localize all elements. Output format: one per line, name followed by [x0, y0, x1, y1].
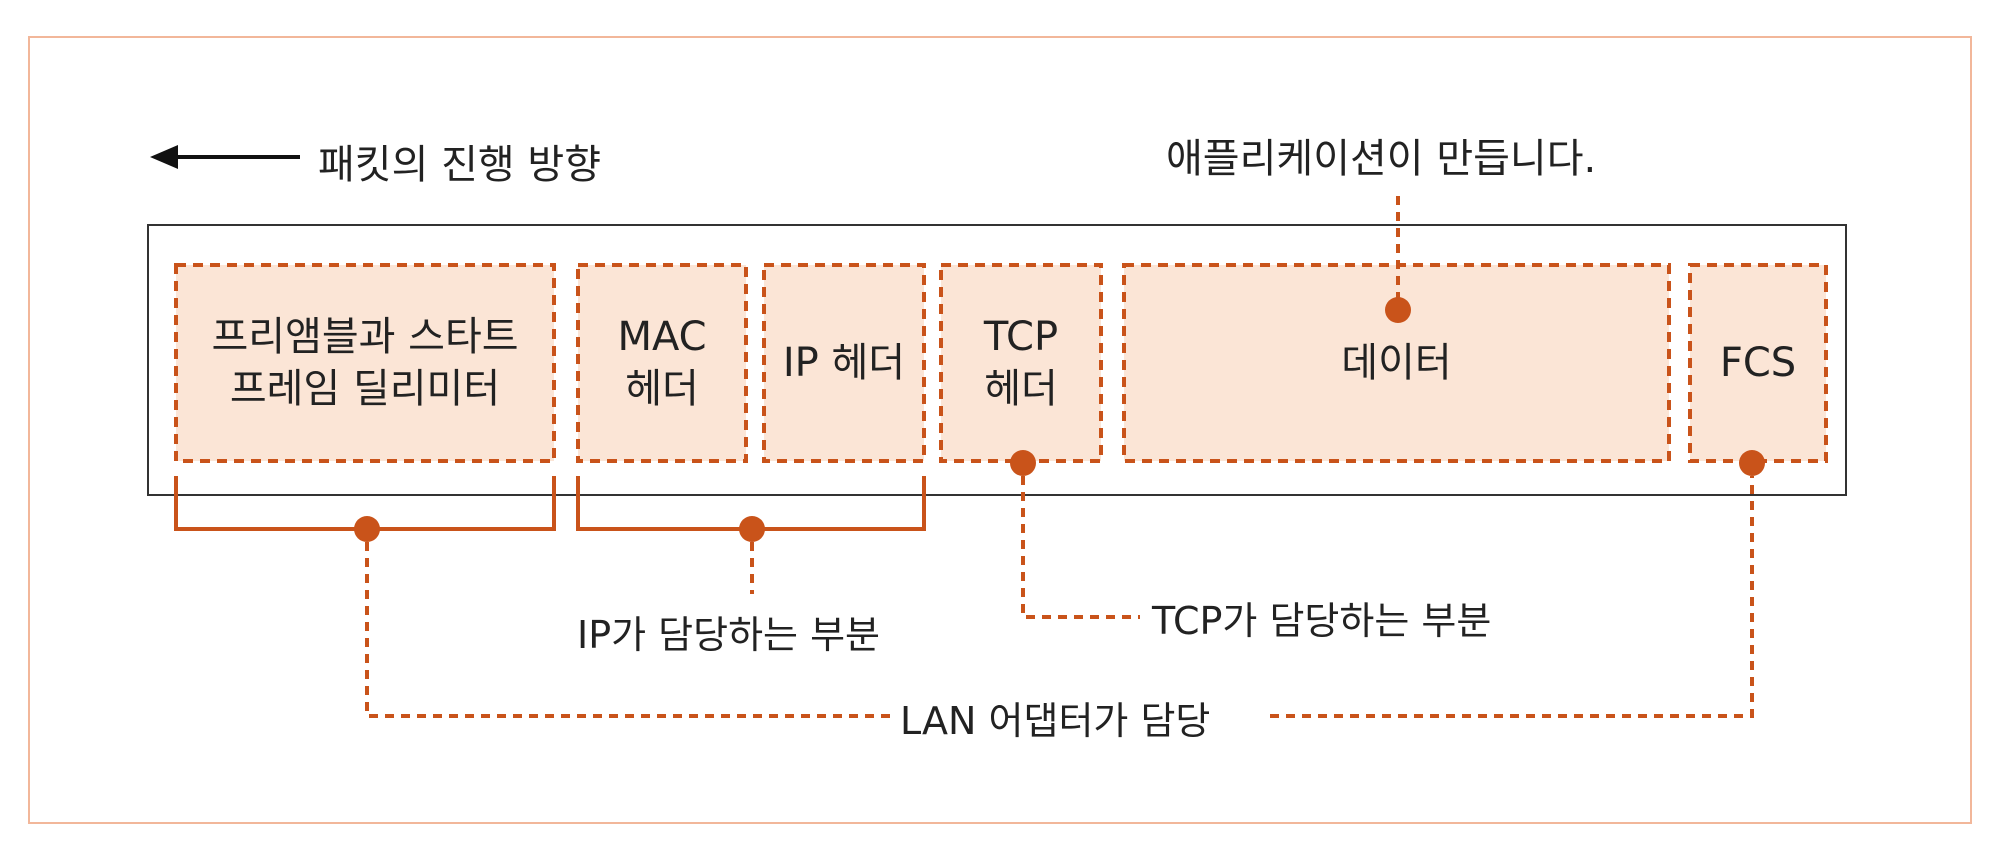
mac-header-cell: [576, 263, 748, 463]
app-note-label: 애플리케이션이 만듭니다.: [1166, 136, 1597, 182]
direction-label: 패킷의 진행 방향: [318, 142, 602, 188]
preamble-line2: 프레임 딜리미터: [229, 366, 501, 412]
tcp-line2: 헤더: [984, 366, 1058, 412]
tcp-line1: TCP: [983, 314, 1059, 360]
tcp-connector: [1021, 476, 1140, 619]
packet-box: [147, 224, 1847, 496]
mac-line1: MAC: [617, 314, 707, 360]
lan-part-label: LAN 어댑터가 담당: [900, 699, 1211, 743]
preamble-cell: [174, 263, 556, 463]
left-arrow-icon: [150, 145, 300, 169]
mac-header-label: MAC 헤더: [578, 265, 746, 461]
ip-connector-dot: [739, 516, 765, 542]
fcs-connector-dot: [1739, 450, 1765, 476]
lan-connector-right: [1270, 476, 1754, 718]
ip-header-label: IP 헤더: [764, 265, 924, 461]
lan-connector-dot-left: [354, 516, 380, 542]
data-line1: 데이터: [1341, 340, 1452, 386]
fcs-cell: [1688, 263, 1828, 463]
tcp-header-label: TCP 헤더: [941, 265, 1101, 461]
preamble-line1: 프리앰블과 스타트: [211, 314, 519, 360]
ip-header-cell: [762, 263, 926, 463]
tcp-part-label: TCP가 담당하는 부분: [1152, 599, 1492, 643]
ip-line1: IP 헤더: [782, 340, 906, 386]
ip-part-label: IP가 담당하는 부분: [577, 613, 881, 657]
mac-line2: 헤더: [625, 366, 699, 412]
preamble-label: 프리앰블과 스타트 프레임 딜리미터: [176, 265, 554, 461]
data-connector-dot: [1385, 297, 1411, 323]
fcs-line1: FCS: [1719, 340, 1797, 386]
fcs-label: FCS: [1690, 265, 1826, 461]
tcp-connector-dot: [1010, 450, 1036, 476]
data-label: 데이터: [1124, 265, 1669, 461]
outer-frame: [28, 36, 1972, 824]
tcp-header-cell: [939, 263, 1103, 463]
